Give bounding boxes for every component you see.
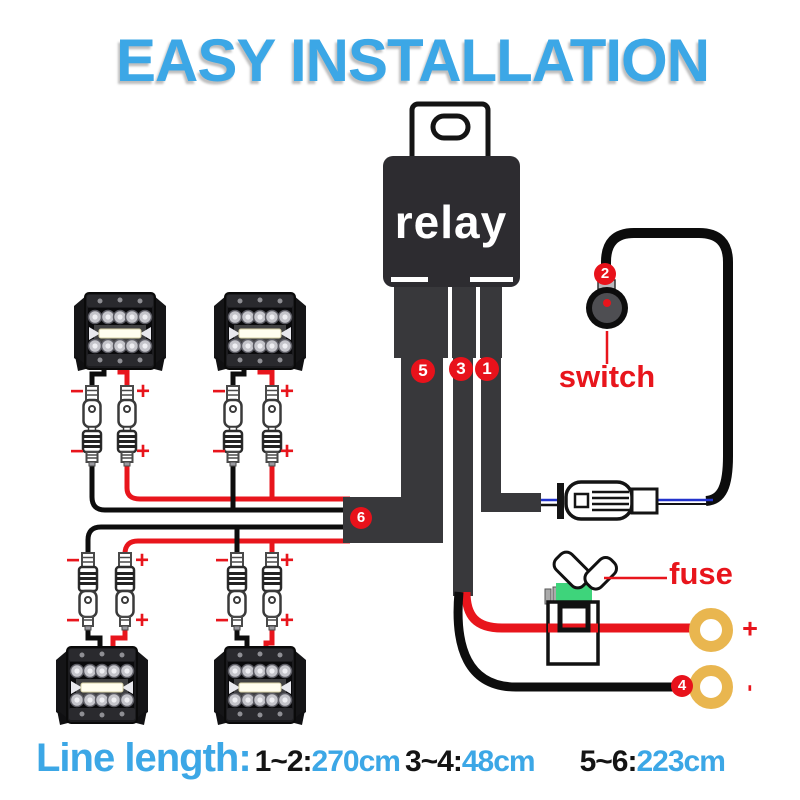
- switch-label: switch: [558, 359, 656, 394]
- segment-5-6-value: 223cm: [636, 745, 725, 778]
- fuse-holder-lid-arm-2: [583, 556, 618, 591]
- marker-4-badge: 4: [671, 675, 693, 697]
- segment-5-6-label: 5~6:: [579, 745, 638, 778]
- light1-plus-sign-lower: +: [135, 438, 151, 465]
- switch-loop-wire: [601, 228, 733, 506]
- line-length-heading: Line length:: [36, 736, 252, 780]
- light2-plus-sign-lower: +: [279, 438, 295, 465]
- light2-minus-sign-lower: −: [211, 438, 227, 465]
- switch-indicator-dot: [603, 299, 611, 307]
- relay-socket-sleeve-1: [480, 284, 502, 358]
- segment-3-4-label: 3~4:: [404, 745, 463, 778]
- bottom-negative-bus: [85, 524, 350, 554]
- inline-connector-plug: [630, 487, 659, 515]
- light2-plus-sign-upper: +: [279, 378, 295, 405]
- relay-socket-sleeve-5: [394, 284, 448, 358]
- positive-feed-wire: [461, 591, 690, 633]
- light3-minus-sign-upper: −: [65, 547, 81, 574]
- segment-3-4-value: 48cm: [461, 745, 536, 778]
- top-positive-bus: [124, 465, 350, 502]
- relay-body: [383, 156, 520, 287]
- wire-3-sheath: [453, 352, 473, 596]
- segment-1-2-label: 1~2:: [254, 745, 313, 778]
- fuse-label: fuse: [669, 556, 733, 591]
- wire-1-sheath: [481, 352, 501, 512]
- relay-bottom-highlight-left: [391, 277, 428, 282]
- switch-button: [586, 279, 628, 364]
- top-negative-bus: [89, 465, 350, 513]
- marker-6-badge: 6: [350, 507, 372, 529]
- bottom-positive-bus: [122, 538, 350, 555]
- light1-plus-sign-upper: +: [135, 378, 151, 405]
- negative-feed-wire: [453, 591, 673, 692]
- harness-sleeves: [343, 284, 541, 596]
- relay-label: relay: [394, 196, 508, 248]
- line-length-legend: Line length: 1~2: 270cm 3~4: 48cm 5~6: 2…: [36, 736, 730, 781]
- light1-minus-sign-upper: −: [69, 378, 85, 405]
- relay-mount-slot: [430, 113, 471, 141]
- inline-connector-latch: [573, 492, 590, 509]
- marker-1-badge: 1: [475, 357, 499, 381]
- page-title: EASY INSTALLATION: [116, 27, 710, 94]
- battery-negative-sign: -: [739, 684, 764, 692]
- switch-face: [592, 293, 622, 323]
- positive-ring-terminal: [689, 608, 733, 652]
- light4-minus-sign-upper: −: [214, 547, 230, 574]
- fuse-holder-window: [557, 603, 591, 633]
- light3-minus-sign-lower: −: [65, 607, 81, 634]
- light3-plus-sign-lower: +: [134, 607, 150, 634]
- marker-3-badge: 3: [449, 357, 473, 381]
- light2-minus-sign-upper: −: [211, 378, 227, 405]
- light4-minus-sign-lower: −: [214, 607, 230, 634]
- light4-plus-sign-lower: +: [279, 607, 295, 634]
- relay-unit: [383, 101, 520, 287]
- relay-socket-sleeve-3: [452, 284, 476, 358]
- marker-5-badge: 5: [411, 359, 435, 383]
- light1-minus-sign-lower: −: [69, 438, 85, 465]
- light4-plus-sign-upper: +: [279, 547, 295, 574]
- marker-2-badge: 2: [594, 263, 616, 285]
- switch-circuit: [541, 228, 733, 521]
- segment-1-2-value: 270cm: [311, 745, 401, 778]
- negative-ring-terminal: [689, 665, 733, 709]
- battery-positive-sign: +: [742, 613, 758, 644]
- light3-plus-sign-upper: +: [134, 547, 150, 574]
- battery-feed: [453, 550, 733, 709]
- wire-1-sheath-elbow: [481, 493, 541, 512]
- inline-connector-flange: [557, 483, 564, 519]
- relay-bottom-highlight-right: [470, 277, 513, 282]
